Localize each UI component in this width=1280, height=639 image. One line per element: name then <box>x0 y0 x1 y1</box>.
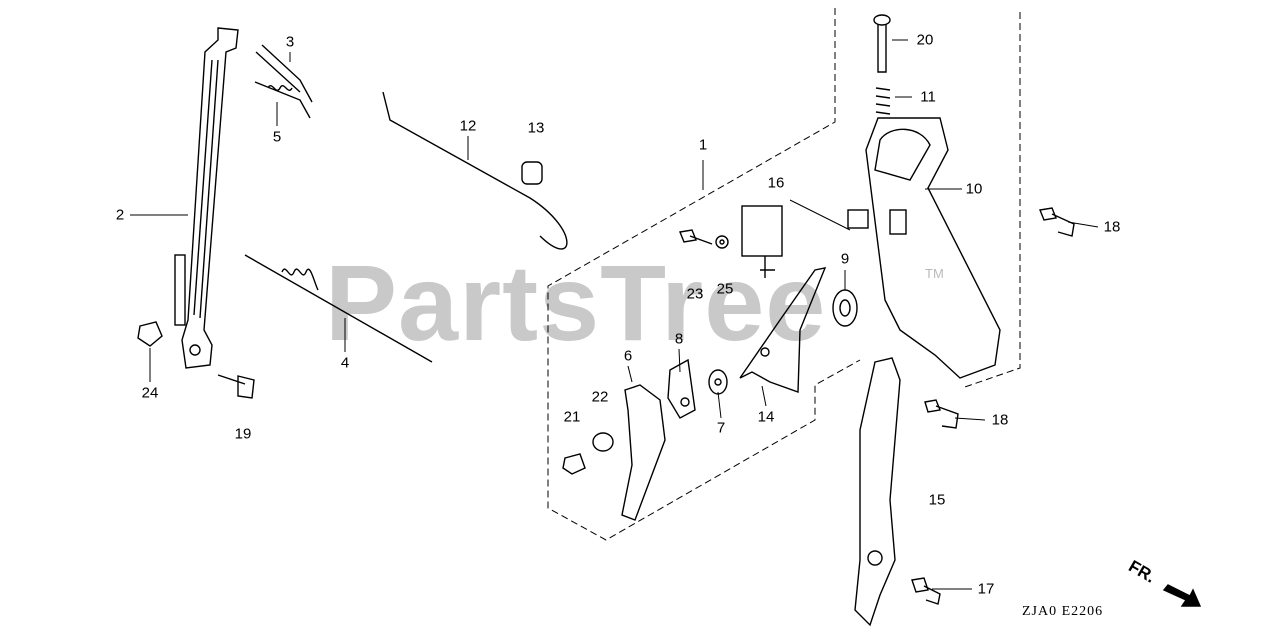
part-20-screw <box>873 14 891 73</box>
part-2-lever-arm <box>174 27 239 369</box>
callout-1: 1 <box>698 136 708 154</box>
part-18-bolt-mid <box>924 399 959 429</box>
part-25-washer <box>715 235 729 249</box>
callout-24: 24 <box>141 384 159 402</box>
callout-5: 5 <box>272 128 282 146</box>
callout-14: 14 <box>757 408 775 426</box>
watermark: PartsTree <box>325 242 827 363</box>
callout-15: 15 <box>928 491 946 509</box>
part-16-switch <box>741 205 783 278</box>
callout-2: 2 <box>115 206 125 224</box>
callout-12: 12 <box>459 117 477 135</box>
callout-4: 4 <box>340 354 350 372</box>
part-23-bolt <box>679 229 713 245</box>
callout-7: 7 <box>716 419 726 437</box>
part-14-bracket <box>739 267 827 393</box>
part-13-bushing <box>521 161 543 185</box>
diagram-code: ZJA0 E2206 <box>1022 604 1104 619</box>
callout-20: 20 <box>916 31 934 49</box>
part-5-spring <box>254 81 311 119</box>
part-10-panel <box>847 117 1001 379</box>
callout-23: 23 <box>686 285 704 303</box>
callout-9: 9 <box>840 250 850 268</box>
part-4-rod <box>244 254 433 363</box>
callout-13: 13 <box>527 119 545 137</box>
callout-10: 10 <box>965 180 983 198</box>
fr-arrow <box>1162 584 1202 607</box>
part-8-link <box>667 358 696 419</box>
part-19-bolt <box>217 374 255 399</box>
callout-19: 19 <box>234 425 252 443</box>
part-6-lever <box>621 384 666 521</box>
callout-18-middle: 18 <box>991 411 1009 429</box>
callout-16: 16 <box>767 174 785 192</box>
callout-11: 11 <box>920 88 936 106</box>
part-11-spring <box>875 87 891 115</box>
callout-3: 3 <box>285 33 295 51</box>
trademark: TM <box>925 266 944 281</box>
callout-17: 17 <box>977 580 995 598</box>
callout-25: 25 <box>716 280 734 298</box>
assembly-dashed-outline <box>547 8 1021 541</box>
part-17-bolt <box>911 577 941 605</box>
part-7-washer <box>708 369 728 395</box>
callout-18-top: 18 <box>1103 218 1121 236</box>
part-22-washer <box>592 432 614 452</box>
callout-6: 6 <box>623 347 633 365</box>
part-24-nut <box>137 321 163 347</box>
leader-lines <box>130 39 1099 590</box>
part-15-lever <box>854 357 901 627</box>
part-9-grommet <box>832 289 858 327</box>
part-3-spring-clip <box>255 44 313 103</box>
part-18-bolt-top <box>1039 207 1075 237</box>
callout-8: 8 <box>674 330 684 348</box>
callout-22: 22 <box>591 388 609 406</box>
part-21-nut <box>562 453 586 475</box>
part-12-rod <box>382 91 568 250</box>
callout-21: 21 <box>563 408 581 426</box>
